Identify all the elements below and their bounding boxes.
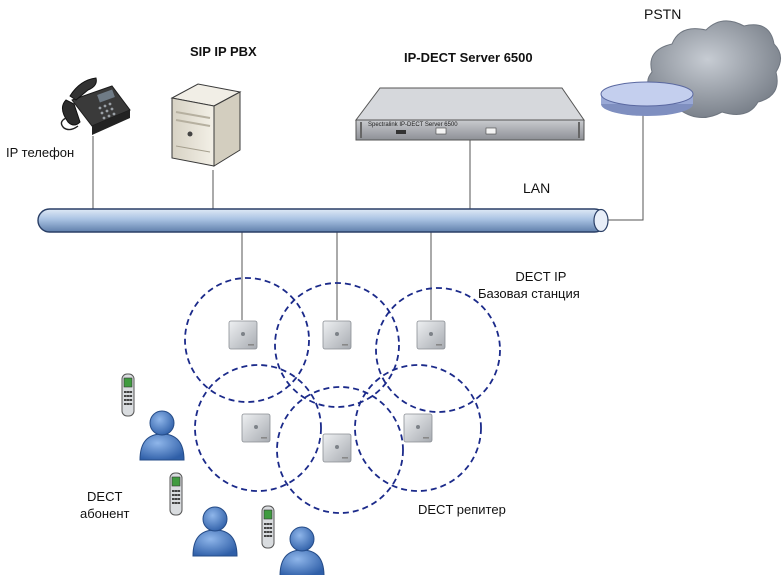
coverage-ring-2	[274, 282, 400, 408]
person-icon	[279, 526, 325, 575]
dect-handset-icon	[121, 373, 135, 417]
connector-lines	[92, 112, 644, 320]
subscriber-label-line2: абонент	[80, 506, 130, 521]
coverage-ring-3	[375, 287, 501, 413]
base-station-icon	[322, 320, 352, 350]
dect-server-label: IP-DECT Server 6500	[404, 50, 533, 65]
coverage-ring-5	[276, 386, 404, 514]
repeater-icon	[241, 413, 271, 443]
ip-phone-label: IP телефон	[6, 145, 75, 160]
dect-handset-icon	[261, 505, 275, 549]
sip-pbx-label: SIP IP PBX	[190, 44, 257, 59]
base-station-label-line2: Базовая станция	[478, 286, 580, 301]
coverage-ring-1	[184, 277, 310, 403]
coverage-ring-6	[354, 364, 482, 492]
desk-phone-icon	[60, 77, 131, 135]
lan-label: LAN	[523, 180, 551, 196]
server-front-text: Spectralink IP-DECT Server 6500	[368, 122, 458, 128]
rack-server-icon	[355, 87, 585, 141]
base-station-icon	[228, 320, 258, 350]
subscriber-label-line1: DECT	[87, 489, 123, 504]
repeater-icon	[322, 433, 352, 463]
tower-server-icon	[170, 83, 242, 167]
person-icon	[139, 410, 185, 461]
lan-bus-icon	[37, 208, 609, 233]
router-disc-icon	[600, 81, 694, 116]
base-station-icon	[416, 320, 446, 350]
coverage-rings	[184, 277, 501, 514]
coverage-ring-4	[194, 364, 322, 492]
dect-handset-icon	[169, 472, 183, 516]
person-icon	[192, 506, 238, 557]
subscriber-label: DECT абонент	[80, 488, 129, 522]
repeater-icon	[403, 413, 433, 443]
base-station-label: DECT IP Базовая станция	[478, 268, 580, 302]
pstn-label: PSTN	[644, 6, 682, 22]
base-stations	[228, 320, 446, 463]
base-station-label-line1: DECT IP	[515, 269, 567, 284]
repeater-label: DECT репитер	[418, 502, 506, 517]
link-pstn	[608, 112, 644, 221]
